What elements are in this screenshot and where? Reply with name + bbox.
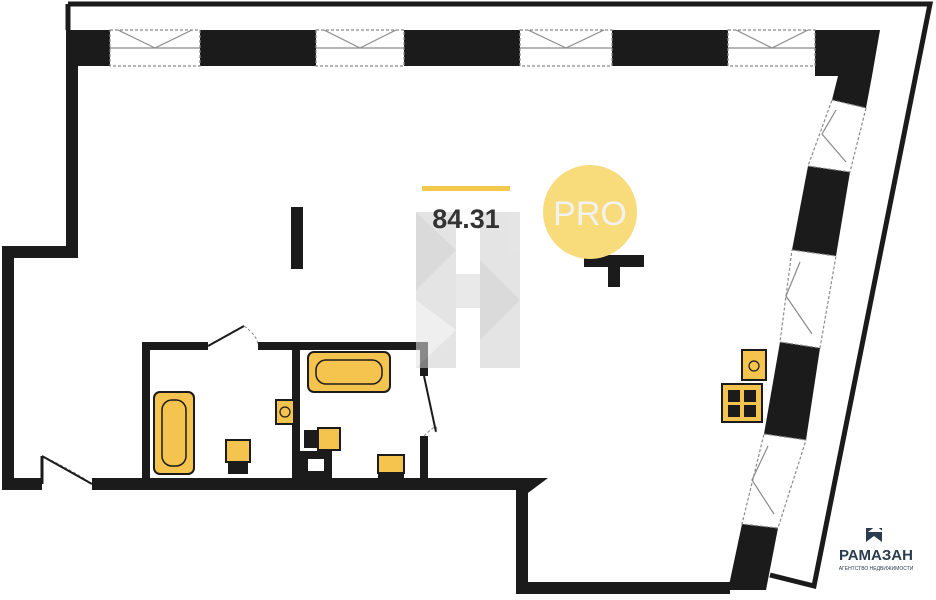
- watermark-logo: [416, 212, 520, 368]
- brand-tagline: АГЕНТСТВО НЕДВИЖИМОСТИ: [839, 566, 914, 572]
- exterior-walls: [2, 30, 730, 594]
- sink-right: [377, 454, 405, 478]
- bathtub-left: [153, 391, 195, 475]
- pro-badge: [543, 165, 637, 259]
- bathroom-door-side: [423, 375, 437, 433]
- right-windows: [741, 99, 867, 529]
- bathroom-door-side-arc: [423, 426, 438, 437]
- top-wall-piers: [66, 30, 880, 76]
- bathtub-right: [307, 351, 391, 393]
- toilet-right: [304, 427, 341, 451]
- toilet-left: [225, 439, 251, 474]
- kitchen-sink: [741, 349, 767, 381]
- right-wall-piers: [728, 76, 872, 590]
- sink-left: [275, 399, 295, 425]
- top-windows: [109, 29, 816, 67]
- entrance-door: [40, 455, 93, 485]
- kitchen-stove: [721, 383, 763, 423]
- brand-logo: РАМАЗАН АГЕНТСТВО НЕДВИЖИМОСТИ: [839, 526, 914, 572]
- area-bar: [422, 186, 510, 191]
- bathroom-door-top-arc: [243, 325, 259, 347]
- interior-column: [291, 207, 303, 269]
- outer-frame: [68, 1, 934, 590]
- area-label: 84.31: [432, 204, 500, 234]
- pro-badge-label: PRO: [553, 195, 627, 233]
- bathroom-door-top: [207, 325, 245, 347]
- brand-name: РАМАЗАН: [839, 547, 913, 564]
